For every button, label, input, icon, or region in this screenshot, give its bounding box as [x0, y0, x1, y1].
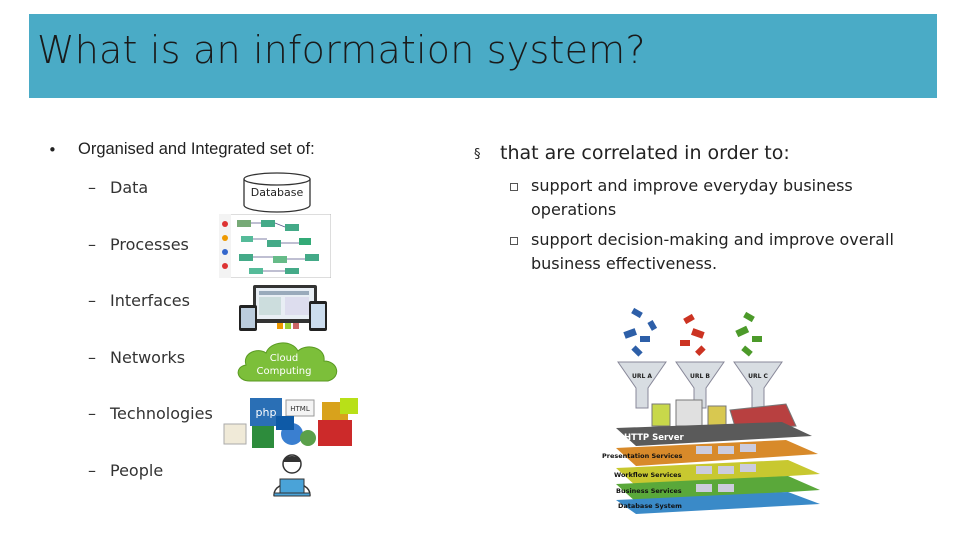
layer-business: Business Services	[616, 487, 682, 495]
section-bullet: §	[474, 147, 481, 162]
square-bullet-icon	[510, 183, 518, 191]
devices-interfaces-image	[239, 285, 327, 331]
layer-http-server: HTTP Server	[624, 433, 684, 443]
list-item-interfaces: –Interfaces	[88, 291, 190, 310]
person-at-laptop-icon	[273, 454, 311, 497]
list-item-data: –Data	[88, 178, 149, 197]
right-heading: that are correlated in order to:	[500, 142, 790, 164]
layer-workflow: Workflow Services	[614, 471, 682, 479]
list-item-technologies: –Technologies	[88, 404, 213, 423]
left-heading: Organised and Integrated set of:	[78, 140, 315, 158]
cloud-computing-icon: Cloud Computing	[237, 342, 338, 382]
correlation-item: support decision-making and improve over…	[531, 230, 894, 273]
database-label: Database	[251, 186, 304, 199]
cloud-label-1: Cloud	[270, 353, 299, 364]
layered-services-diagram: URL A URL B URL C HTTP Server Presentati…	[602, 307, 820, 514]
bullet-dot: •	[48, 141, 57, 159]
svg-text:php: php	[256, 406, 277, 419]
list-item-networks: –Networks	[88, 348, 186, 367]
list-item-people: –People	[88, 461, 164, 480]
square-bullet-icon	[510, 237, 518, 245]
process-flow-diagram-image	[219, 214, 331, 278]
layer-database: Database System	[618, 502, 682, 510]
title-band: What is an information system?	[29, 14, 937, 98]
funnel-label-b: URL B	[690, 373, 710, 380]
layer-presentation: Presentation Services	[602, 452, 682, 460]
cloud-label-2: Computing	[257, 366, 312, 377]
svg-text:HTML: HTML	[290, 405, 310, 413]
correlation-item: support and improve everyday business op…	[531, 176, 853, 219]
technologies-logos-image: php HTML	[223, 398, 358, 448]
funnel-label-c: URL C	[748, 373, 768, 380]
list-item-processes: –Processes	[88, 235, 189, 254]
funnel-label-a: URL A	[632, 373, 652, 380]
slide-title: What is an information system?	[37, 28, 646, 72]
database-icon: Database	[243, 172, 311, 213]
